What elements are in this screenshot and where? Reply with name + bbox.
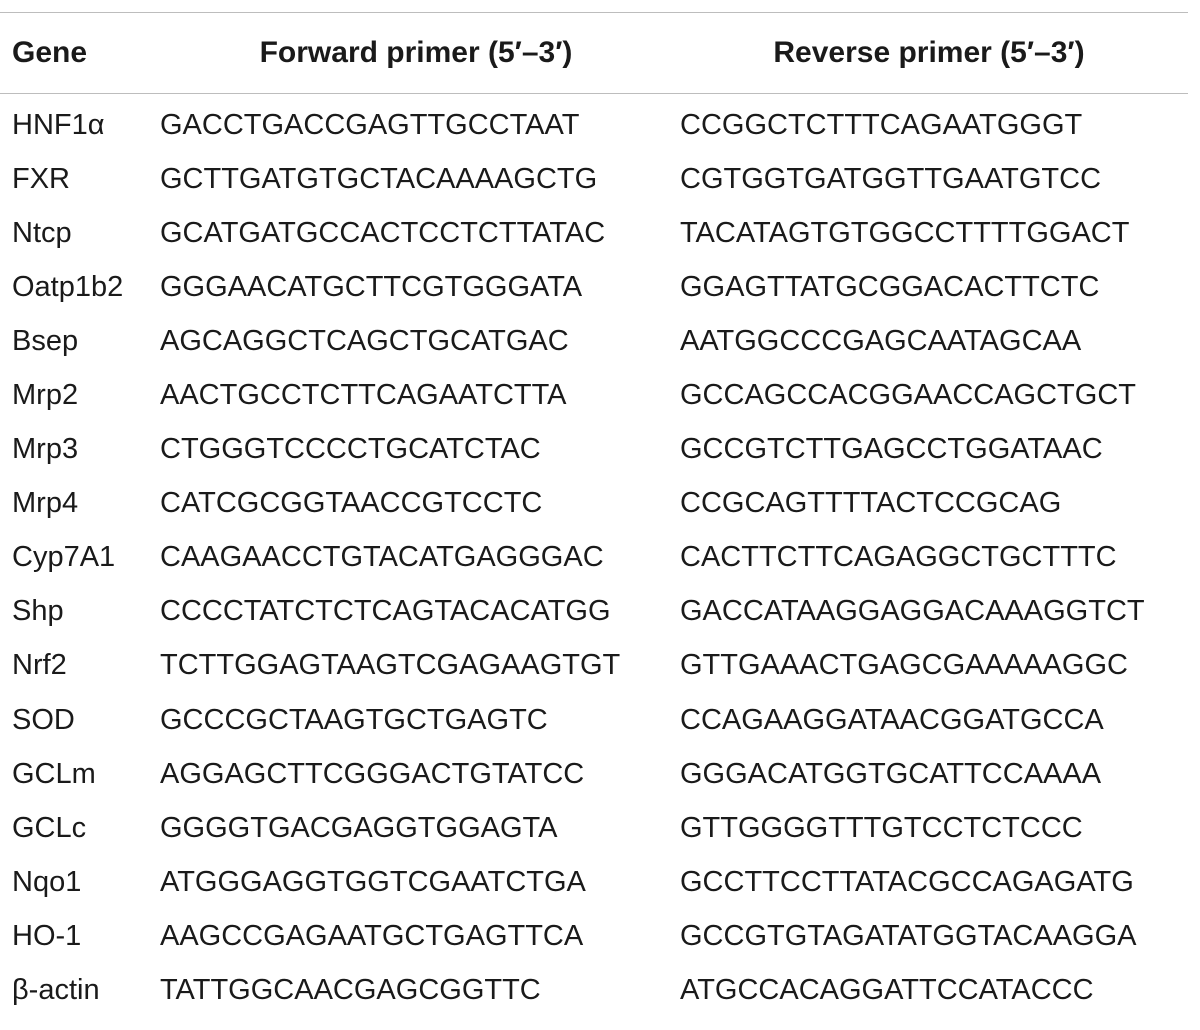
table-header: Gene Forward primer (5′–3′) Reverse prim… (0, 13, 1188, 94)
forward-primer-cell: ATGGGAGGTGGTCGAATCTGA (160, 865, 586, 898)
gene-cell: HO-1 (12, 919, 82, 952)
reverse-primer-cell: GCCGTCTTGAGCCTGGATAAC (680, 433, 1103, 466)
table-row: β-actin TATTGGCAACGAGCGGTTC ATGCCACAGGATTC… (0, 964, 1188, 1018)
table-row: Nqo1 ATGGGAGGTGGTCGAATCTGA GCCTTCCTTATACGC… (0, 855, 1188, 909)
reverse-primer-cell: GTTGGGGTTTGTCCTCTCCC (680, 811, 1083, 844)
table-body: HNF1α GACCTGACCGAGTTGCCTAAT CCGGCTCTTTCAGA… (0, 94, 1188, 1018)
table-row: SOD GCCCGCTAAGTGCTGAGTC CCAGAAGGATAACGGATG… (0, 693, 1188, 747)
header-forward-primer: Forward primer (5′–3′) (150, 13, 672, 94)
table-row: GCLm AGGAGCTTCGGGACTGTATCC GGGACATGGTGCATT… (0, 747, 1188, 801)
forward-primer-cell: GACCTGACCGAGTTGCCTAAT (160, 108, 580, 141)
forward-primer-cell: AAGCCGAGAATGCTGAGTTCA (160, 919, 584, 952)
gene-cell: HNF1α (12, 108, 105, 141)
gene-cell: β-actin (12, 974, 100, 1007)
header-row: Gene Forward primer (5′–3′) Reverse prim… (0, 13, 1188, 94)
reverse-primer-cell: CGTGGTGATGGTTGAATGTCC (680, 162, 1102, 195)
table-row: Bsep AGCAGGCTCAGCTGCATGAC AATGGCCCGAGCAATA… (0, 314, 1188, 368)
reverse-primer-cell: GTTGAAACTGAGCGAAAAAGGC (680, 649, 1128, 682)
gene-cell: Mrp3 (12, 433, 79, 466)
gene-cell: GCLm (12, 757, 96, 790)
header-reverse-primer: Reverse primer (5′–3′) (672, 13, 1188, 94)
reverse-primer-cell: CCGCAGTTTTACTCCGCAG (680, 487, 1062, 520)
table-row: FXR GCTTGATGTGCTACAAAAGCTG CGTGGTGATGGTTGA… (0, 152, 1188, 206)
reverse-primer-cell: CCAGAAGGATAACGGATGCCA (680, 703, 1104, 736)
forward-primer-cell: CAAGAACCTGTACATGAGGGAC (160, 541, 604, 574)
table-row: Nrf2 TCTTGGAGTAAGTCGAGAAGTGT GTTGAAACTGAGC… (0, 639, 1188, 693)
gene-cell: GCLc (12, 811, 87, 844)
table-row: Oatp1b2 GGGAACATGCTTCGTGGGATA GGAGTTATGCGG… (0, 260, 1188, 314)
gene-cell: Bsep (12, 324, 79, 357)
forward-primer-cell: AACTGCCTCTTCAGAATCTTA (160, 379, 567, 412)
reverse-primer-cell: CACTTCTTCAGAGGCTGCTTTC (680, 541, 1117, 574)
forward-primer-cell: CCCCTATCTCTCAGTACACATGG (160, 595, 611, 628)
reverse-primer-cell: ATGCCACAGGATTCCATACCC (680, 974, 1094, 1007)
reverse-primer-cell: AATGGCCCGAGCAATAGCAA (680, 324, 1082, 357)
gene-cell: Nrf2 (12, 649, 67, 682)
forward-primer-cell: GGGGTGACGAGGTGGAGTA (160, 811, 558, 844)
reverse-primer-cell: GGAGTTATGCGGACACTTCTC (680, 270, 1100, 303)
gene-cell: Mrp2 (12, 379, 79, 412)
forward-primer-cell: AGCAGGCTCAGCTGCATGAC (160, 324, 569, 357)
primer-table: Gene Forward primer (5′–3′) Reverse prim… (0, 13, 1188, 1018)
gene-cell: Nqo1 (12, 865, 82, 898)
gene-cell: Cyp7A1 (12, 541, 116, 574)
table-row: HO-1 AAGCCGAGAATGCTGAGTTCA GCCGTGTAGATATGG… (0, 909, 1188, 963)
forward-primer-cell: TATTGGCAACGAGCGGTTC (160, 974, 541, 1007)
forward-primer-cell: GCATGATGCCACTCCTCTTATAC (160, 216, 606, 249)
gene-cell: Mrp4 (12, 487, 79, 520)
table-row: Mrp2 AACTGCCTCTTCAGAATCTTA GCCAGCCACGGAACC… (0, 368, 1188, 422)
table-row: Ntcp GCATGATGCCACTCCTCTTATAC TACATAGTGTGGC… (0, 206, 1188, 260)
gene-cell: FXR (12, 162, 70, 195)
reverse-primer-cell: GACCATAAGGAGGACAAAGGTCT (680, 595, 1145, 628)
forward-primer-cell: GGGAACATGCTTCGTGGGATA (160, 270, 583, 303)
gene-cell: SOD (12, 703, 75, 736)
primer-table-container: Gene Forward primer (5′–3′) Reverse prim… (0, 12, 1188, 1018)
reverse-primer-cell: GCCGTGTAGATATGGTACAAGGA (680, 919, 1137, 952)
forward-primer-cell: TCTTGGAGTAAGTCGAGAAGTGT (160, 649, 621, 682)
reverse-primer-cell: TACATAGTGTGGCCTTTTGGACT (680, 216, 1130, 249)
reverse-primer-cell: CCGGCTCTTTCAGAATGGGT (680, 108, 1083, 141)
table-row: GCLc GGGGTGACGAGGTGGAGTA GTTGGGGTTTGTCCTCT… (0, 801, 1188, 855)
table-row: Mrp3 CTGGGTCCCCTGCATCTAC GCCGTCTTGAGCCTGGA… (0, 423, 1188, 477)
table-row: Shp CCCCTATCTCTCAGTACACATGG GACCATAAGGAGGA… (0, 585, 1188, 639)
reverse-primer-cell: GGGACATGGTGCATTCCAAAA (680, 757, 1102, 790)
forward-primer-cell: GCTTGATGTGCTACAAAAGCTG (160, 162, 598, 195)
forward-primer-cell: CATCGCGGTAACCGTCCTC (160, 487, 543, 520)
gene-cell: Oatp1b2 (12, 270, 124, 303)
gene-cell: Shp (12, 595, 64, 628)
reverse-primer-cell: GCCAGCCACGGAACCAGCTGCT (680, 379, 1136, 412)
header-gene: Gene (0, 13, 150, 94)
table-row: HNF1α GACCTGACCGAGTTGCCTAAT CCGGCTCTTTCAGA… (0, 94, 1188, 153)
table-row: Mrp4 CATCGCGGTAACCGTCCTC CCGCAGTTTTACTCCGC… (0, 477, 1188, 531)
forward-primer-cell: AGGAGCTTCGGGACTGTATCC (160, 757, 585, 790)
gene-cell: Ntcp (12, 216, 72, 249)
forward-primer-cell: GCCCGCTAAGTGCTGAGTC (160, 703, 548, 736)
table-row: Cyp7A1 CAAGAACCTGTACATGAGGGAC CACTTCTTCAGA… (0, 531, 1188, 585)
reverse-primer-cell: GCCTTCCTTATACGCCAGAGATG (680, 865, 1134, 898)
forward-primer-cell: CTGGGTCCCCTGCATCTAC (160, 433, 541, 466)
